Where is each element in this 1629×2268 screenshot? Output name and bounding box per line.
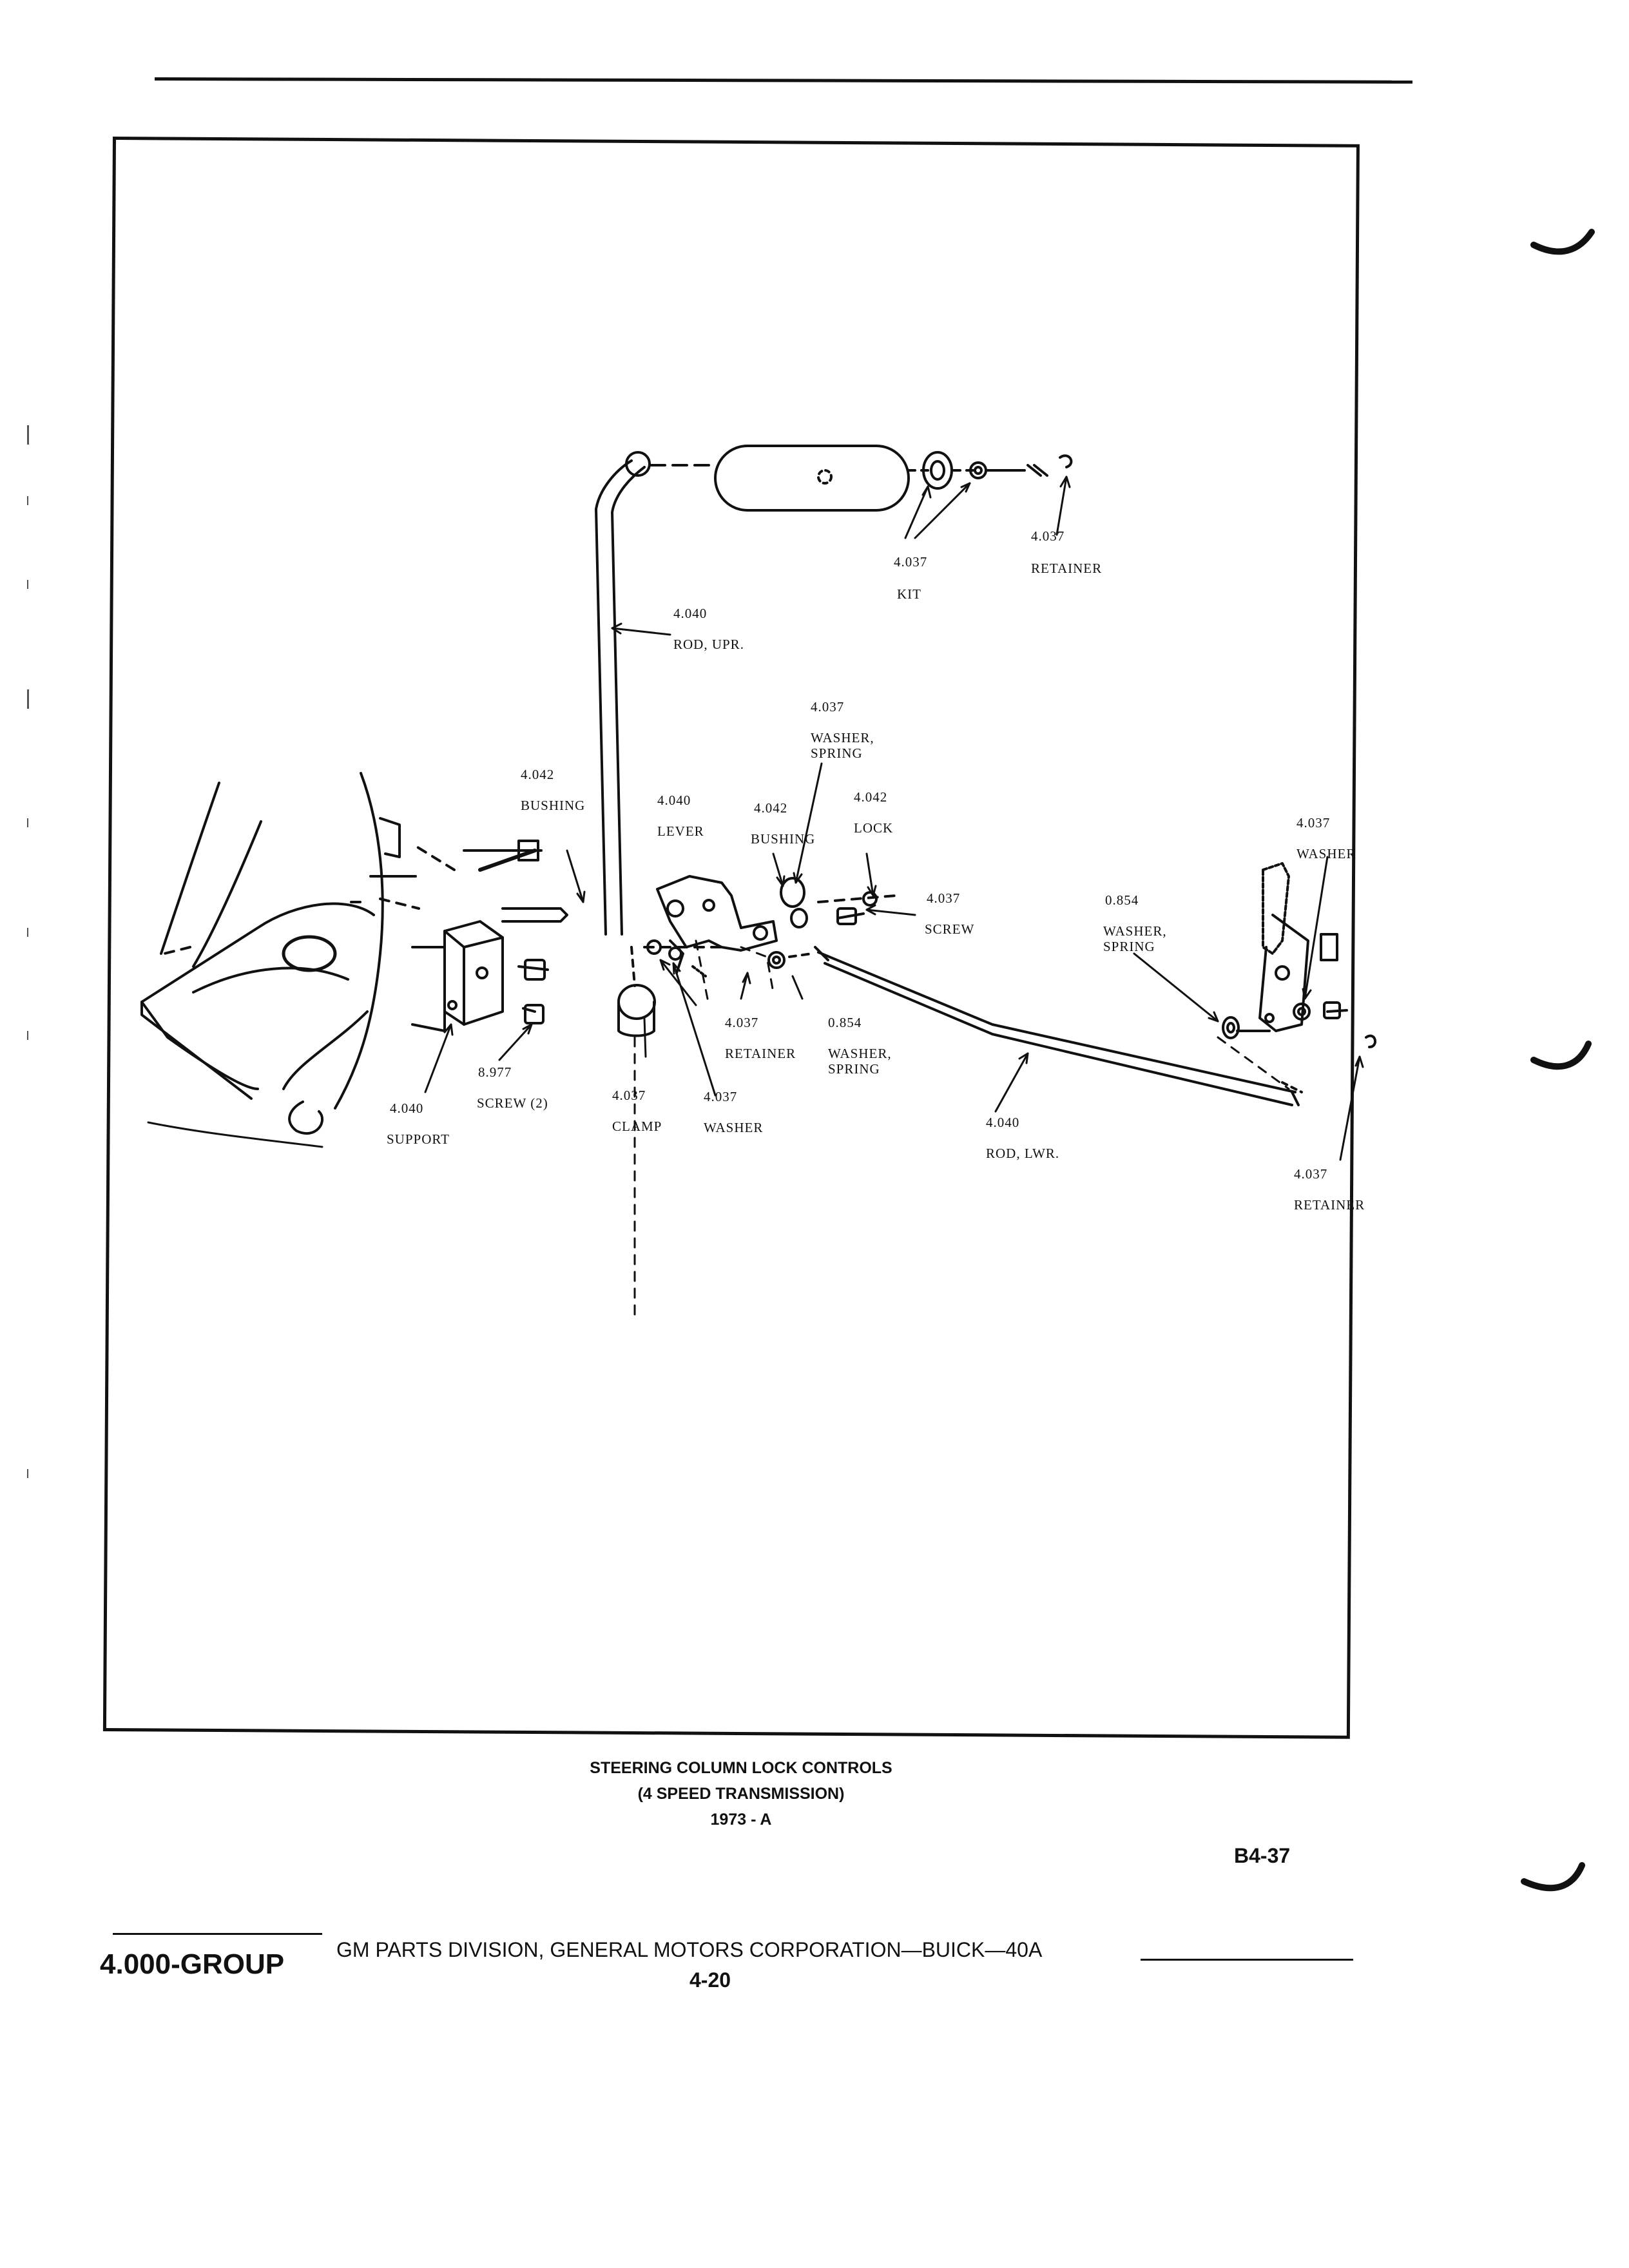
support-part-number: 4.040: [390, 1100, 424, 1116]
washer-mid-part-number: 4.037: [704, 1089, 738, 1104]
kit-part-name: KIT: [897, 586, 921, 602]
retainer-mid-part-name: RETAINER: [725, 1046, 796, 1061]
retainer-top-part-number: 4.037: [1031, 528, 1065, 544]
washer-spring-mid-part-name-1: WASHER,: [828, 1046, 892, 1061]
clamp-part-number: 4.037: [612, 1088, 646, 1103]
figure-id: B4-37: [1234, 1844, 1291, 1867]
washer-spring-right-part-name-2: SPRING: [1103, 939, 1155, 954]
margin-specks: [27, 425, 29, 1478]
rod-upr-part-number: 4.040: [673, 606, 708, 621]
upper-rod-drawing: [595, 445, 1073, 936]
screw-part-name: SCREW: [925, 921, 975, 937]
rod-upr-part-name: ROD, UPR.: [673, 637, 744, 652]
retainer-right-part-name: RETAINER: [1294, 1197, 1365, 1213]
binder-mark-1: [1530, 229, 1595, 255]
bushing-mid-part-name: BUSHING: [751, 831, 816, 847]
kit-part-number: 4.037: [894, 554, 928, 570]
lock-part-name: LOCK: [854, 820, 894, 836]
rod-lwr-part-name: ROD, LWR.: [986, 1146, 1060, 1161]
lever-assembly-drawing: [617, 875, 897, 1316]
washer-mid-part-name: WASHER: [704, 1120, 764, 1135]
right-bracket-drawing: [1217, 862, 1376, 1090]
retainer-right-part-number: 4.037: [1294, 1166, 1328, 1182]
retainer-mid-part-number: 4.037: [725, 1015, 759, 1030]
page-number: 4-20: [689, 1968, 731, 1992]
screw2-part-number: 8.977: [478, 1064, 512, 1080]
footer-rule-left: [113, 1933, 322, 1935]
binder-marks: [1521, 229, 1595, 1892]
lever-part-number: 4.040: [657, 793, 691, 808]
bushing-mid-part-number: 4.042: [754, 800, 788, 816]
leader-lines: [424, 476, 1364, 1161]
support-bracket-drawing: [350, 840, 568, 1032]
washer-spring-mid-part-name-2: SPRING: [828, 1061, 880, 1077]
washer-spring-top-part-name-2: SPRING: [811, 745, 863, 761]
chassis-bracket-drawing: [140, 772, 401, 1148]
washer-right-part-name: WASHER: [1296, 846, 1356, 861]
screw2-part-name: SCREW (2): [477, 1095, 548, 1111]
washer-spring-top-part-name-1: WASHER,: [811, 730, 874, 745]
washer-spring-top-part-number: 4.037: [811, 699, 845, 715]
screw-part-number: 4.037: [927, 890, 961, 906]
rod-lwr-part-number: 4.040: [986, 1115, 1020, 1130]
figure-subtitle: (4 SPEED TRANSMISSION): [637, 1785, 845, 1803]
lock-part-number: 4.042: [854, 789, 888, 805]
lower-rod-drawing: [767, 946, 1303, 1106]
figure-year: 1973 - A: [710, 1811, 772, 1829]
bushing-left-part-name: BUSHING: [521, 798, 586, 813]
figure-title: STEERING COLUMN LOCK CONTROLS: [590, 1759, 892, 1777]
binder-mark-3: [1521, 1862, 1585, 1892]
washer-spring-right-part-name-1: WASHER,: [1103, 923, 1167, 939]
washer-right-part-number: 4.037: [1296, 815, 1331, 831]
footer-rule-right: [1141, 1959, 1353, 1961]
retainer-top-part-name: RETAINER: [1031, 561, 1103, 576]
washer-spring-mid-part-number: 0.854: [828, 1015, 862, 1030]
support-part-name: SUPPORT: [387, 1131, 450, 1147]
division-line: GM PARTS DIVISION, GENERAL MOTORS CORPOR…: [336, 1938, 1043, 1961]
washer-spring-right-part-number: 0.854: [1105, 892, 1139, 908]
lever-part-name: LEVER: [657, 823, 704, 839]
binder-mark-2: [1530, 1041, 1592, 1070]
group-number: 4.000-GROUP: [100, 1948, 285, 1980]
bushing-left-part-number: 4.042: [521, 767, 555, 782]
clamp-part-name: CLAMP: [612, 1119, 662, 1134]
